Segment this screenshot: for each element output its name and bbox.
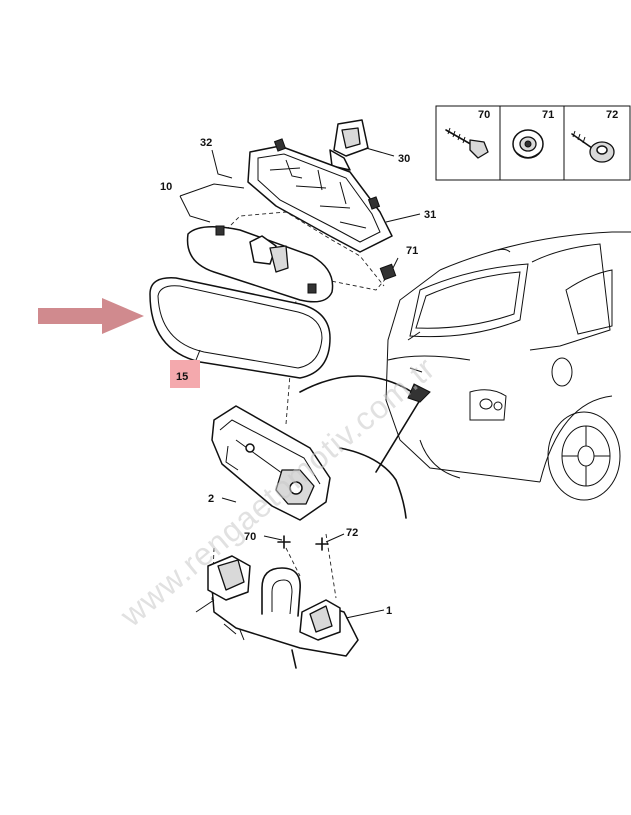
label-15: 15	[176, 371, 188, 383]
part-15-strip	[149, 277, 331, 379]
legend-border	[435, 105, 631, 181]
fastener-marks	[221, 497, 345, 551]
part-31-housing	[247, 138, 421, 253]
screw-70-icon	[445, 127, 489, 159]
label-32: 32	[200, 137, 212, 149]
label-72: 72	[346, 527, 358, 539]
highlight-box-15	[170, 349, 201, 388]
nut-71-icon	[512, 129, 544, 159]
car-rear-illustration	[385, 231, 631, 501]
pointer-arrow-shape	[38, 298, 144, 334]
fastener-72-mark	[315, 537, 329, 551]
part-10-trim-panel	[186, 225, 334, 303]
pointer-arrow	[38, 298, 144, 334]
fastener-70-mark	[277, 535, 291, 549]
part-labels: 32 30 10 31 71 15 2 70 72 1	[160, 137, 436, 617]
label-1: 1	[386, 605, 392, 617]
legend-label-71: 71	[542, 109, 554, 121]
watermark-text: www.rengaetomotiv.com.tr	[113, 350, 442, 634]
label-71: 71	[406, 245, 418, 257]
label-70: 70	[244, 531, 256, 543]
label-2: 2	[208, 493, 214, 505]
legend-label-70: 70	[478, 109, 490, 121]
part-30-connector	[329, 119, 395, 171]
screw-72-icon	[571, 130, 615, 163]
label-10: 10	[160, 181, 172, 193]
highlight-box-shape	[170, 360, 200, 388]
part-71-nut	[379, 263, 397, 281]
label-30: 30	[398, 153, 410, 165]
part-1-latch	[195, 555, 385, 669]
part-2-lock-housing	[211, 405, 331, 521]
fastener-legend-table: 70 71 72	[435, 105, 631, 181]
legend-label-72: 72	[606, 109, 618, 121]
label-31: 31	[424, 209, 436, 221]
location-callout-lines	[299, 375, 431, 519]
